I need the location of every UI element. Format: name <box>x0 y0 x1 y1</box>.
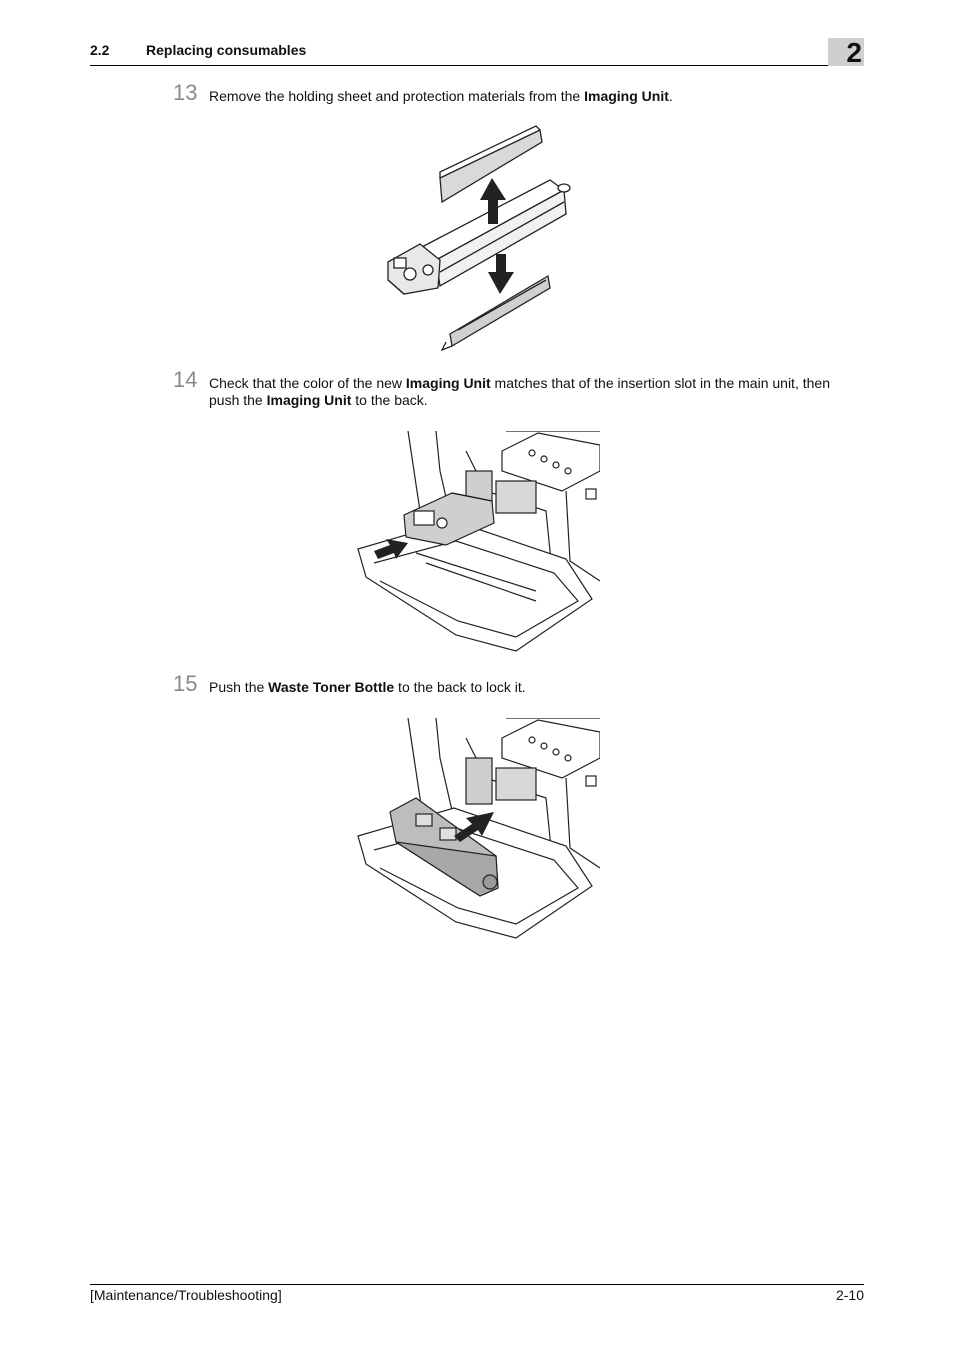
step-13-text: Remove the holding sheet and protection … <box>209 88 673 104</box>
step-13-number: 13 <box>173 80 198 105</box>
imaging-unit-protection-removal-illustration <box>387 125 571 352</box>
footer-rule <box>90 1284 864 1285</box>
section-title: Replacing consumables <box>146 42 307 58</box>
imaging-unit-insertion-illustration <box>357 431 600 652</box>
header-rule <box>90 65 864 66</box>
footer-page-number: 2-10 <box>835 1287 864 1303</box>
section-number: 2.2 <box>90 42 110 58</box>
chapter-badge: 2 <box>828 38 864 68</box>
step-14-text: Check that the color of the new Imaging … <box>209 375 830 408</box>
step-15-number: 15 <box>173 671 198 696</box>
footer-manual-name: [Maintenance/Troubleshooting] <box>90 1287 282 1303</box>
step-14-number: 14 <box>173 367 198 392</box>
step-15-text: Push the Waste Toner Bottle to the back … <box>209 679 526 695</box>
waste-toner-bottle-insertion-illustration <box>357 718 600 939</box>
